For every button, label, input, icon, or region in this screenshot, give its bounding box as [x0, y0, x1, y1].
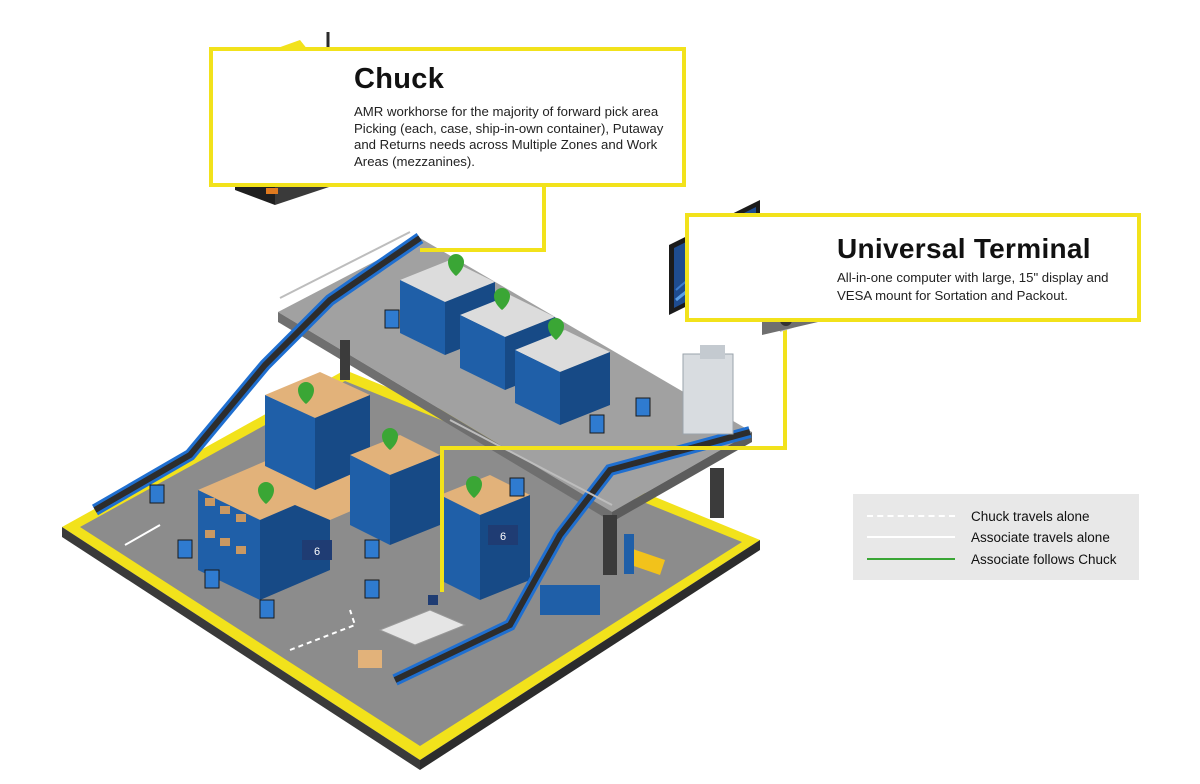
- terminal-connector: [440, 322, 787, 592]
- pin-icon: [258, 482, 274, 504]
- mezzanine-railing-front: [449, 419, 613, 506]
- chuck-description: AMR workhorse for the majority of forwar…: [354, 104, 664, 169]
- zone-sign-left-label: 6: [314, 546, 320, 558]
- robot-icon: [509, 477, 525, 497]
- universal-terminal-callout: Universal Terminal All-in-one computer w…: [685, 213, 1141, 322]
- rack-block-center-right: [440, 475, 530, 600]
- legend-line-solid-green: [867, 558, 955, 560]
- robot-icon: [259, 599, 275, 619]
- legend-item-chuck-alone: Chuck travels alone: [867, 506, 1090, 526]
- terminal-description: All-in-one computer with large, 15" disp…: [837, 270, 1109, 303]
- chuck-title: Chuck: [354, 63, 445, 95]
- floor-dark-edge: [62, 527, 420, 770]
- pin-icon: [448, 254, 464, 276]
- legend-item-associate-alone: Associate travels alone: [867, 527, 1110, 547]
- robot-icon: [149, 484, 165, 504]
- robots: [149, 309, 651, 619]
- robot-icon: [204, 569, 220, 589]
- sortation-station: [540, 345, 734, 615]
- legend-line-solid-white: [867, 536, 955, 538]
- conveyor-left-belt: [93, 235, 422, 513]
- robot-icon: [384, 309, 400, 329]
- mezzanine-railing: [279, 231, 411, 299]
- legend-line-dashed: [867, 515, 955, 517]
- rack-block-center: [350, 435, 440, 545]
- pin-icon: [466, 476, 482, 498]
- legend-item-associate-follows: Associate follows Chuck: [867, 549, 1117, 569]
- mezzanine-rack-3: [515, 330, 610, 425]
- terminal-title: Universal Terminal: [837, 233, 1091, 264]
- zone-sign-left: [302, 540, 332, 560]
- zone-sign-right-label: 6: [500, 531, 506, 543]
- legend-label: Associate travels alone: [971, 529, 1110, 545]
- pin-icon: [494, 288, 510, 310]
- pin-icon: [382, 428, 398, 450]
- packing-station: [358, 595, 467, 668]
- robot-icon: [364, 539, 380, 559]
- floor-dark-edge-right: [420, 540, 760, 770]
- conveyor-right-belt: [393, 429, 751, 683]
- associate-path-floor: [124, 524, 161, 546]
- zone-sign-right: [488, 525, 518, 545]
- pin-icon: [548, 318, 564, 340]
- legend-label: Associate follows Chuck: [971, 551, 1117, 567]
- robot-icon: [589, 414, 605, 434]
- legend-label: Chuck travels alone: [971, 508, 1090, 524]
- chuck-callout: Chuck AMR workhorse for the majority of …: [209, 47, 686, 187]
- chuck-connector: [420, 187, 546, 252]
- location-pins: [258, 254, 564, 504]
- robot-icon: [364, 579, 380, 599]
- legend: Chuck travels alone Associate travels al…: [853, 494, 1139, 580]
- pin-icon: [298, 382, 314, 404]
- robot-icon: [635, 397, 651, 417]
- robot-icon: [177, 539, 193, 559]
